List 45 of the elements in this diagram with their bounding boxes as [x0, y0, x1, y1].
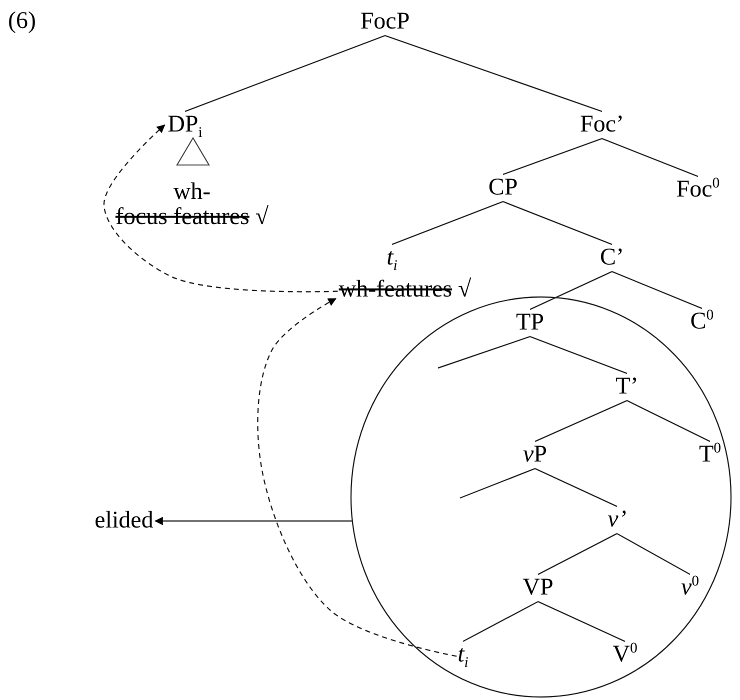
tree-branch: [616, 533, 690, 575]
tree-label: FocP: [360, 9, 410, 35]
feature-text: √: [255, 205, 269, 230]
feature-text: wh-: [173, 180, 211, 205]
tree-label: T$^{0}$: [698, 442, 722, 468]
tree-branch: [184, 35, 386, 112]
arrow: [154, 516, 352, 526]
tree-label: C$^{0}$: [690, 309, 714, 335]
tree-branch: [534, 400, 628, 442]
tree-branch: [384, 35, 602, 112]
tree-branch: [534, 468, 618, 507]
tree-label: t$_{i}$: [458, 642, 468, 668]
tree-label: TP: [516, 310, 544, 336]
tree-label: V$^{0}$: [612, 642, 638, 668]
struck-feature-text: focus features: [115, 205, 250, 230]
tree-label: Foc$^{0}$: [676, 177, 720, 203]
tree-branch: [392, 201, 504, 245]
tree-branch: [612, 271, 702, 309]
tree-branch: [460, 468, 536, 499]
tree-label: Foc’: [580, 112, 624, 138]
tree-label: elided: [94, 508, 154, 534]
struck-feature-text: wh-features: [338, 277, 452, 303]
feature-text: √: [458, 277, 472, 303]
tree-branch: [626, 400, 710, 442]
tree-branch: [530, 336, 628, 374]
tree-branch: [502, 138, 602, 175]
tree-label: VP: [522, 575, 554, 601]
tree-label: v’: [608, 507, 626, 533]
tree-label: T’: [616, 374, 638, 400]
tree-label: t$_{i}$: [386, 245, 398, 271]
tree-label: DP$_{i}$: [168, 112, 202, 138]
tree-label: CP: [488, 175, 518, 201]
movement-arrow: [257, 298, 457, 657]
tree-branch: [538, 601, 626, 642]
tree-branch: [502, 201, 612, 245]
tree-branch: [438, 336, 530, 369]
tree-branch: [538, 533, 618, 575]
tree-label: v$^{0}$: [680, 575, 700, 601]
movement-arrow: [103, 124, 338, 292]
tree-branch: [462, 601, 538, 642]
tree-branch: [530, 271, 612, 310]
tree-label: C’: [600, 245, 624, 271]
tree-branch: [602, 138, 698, 177]
tree-label: vP: [523, 442, 547, 468]
example-number: (6): [8, 8, 36, 35]
